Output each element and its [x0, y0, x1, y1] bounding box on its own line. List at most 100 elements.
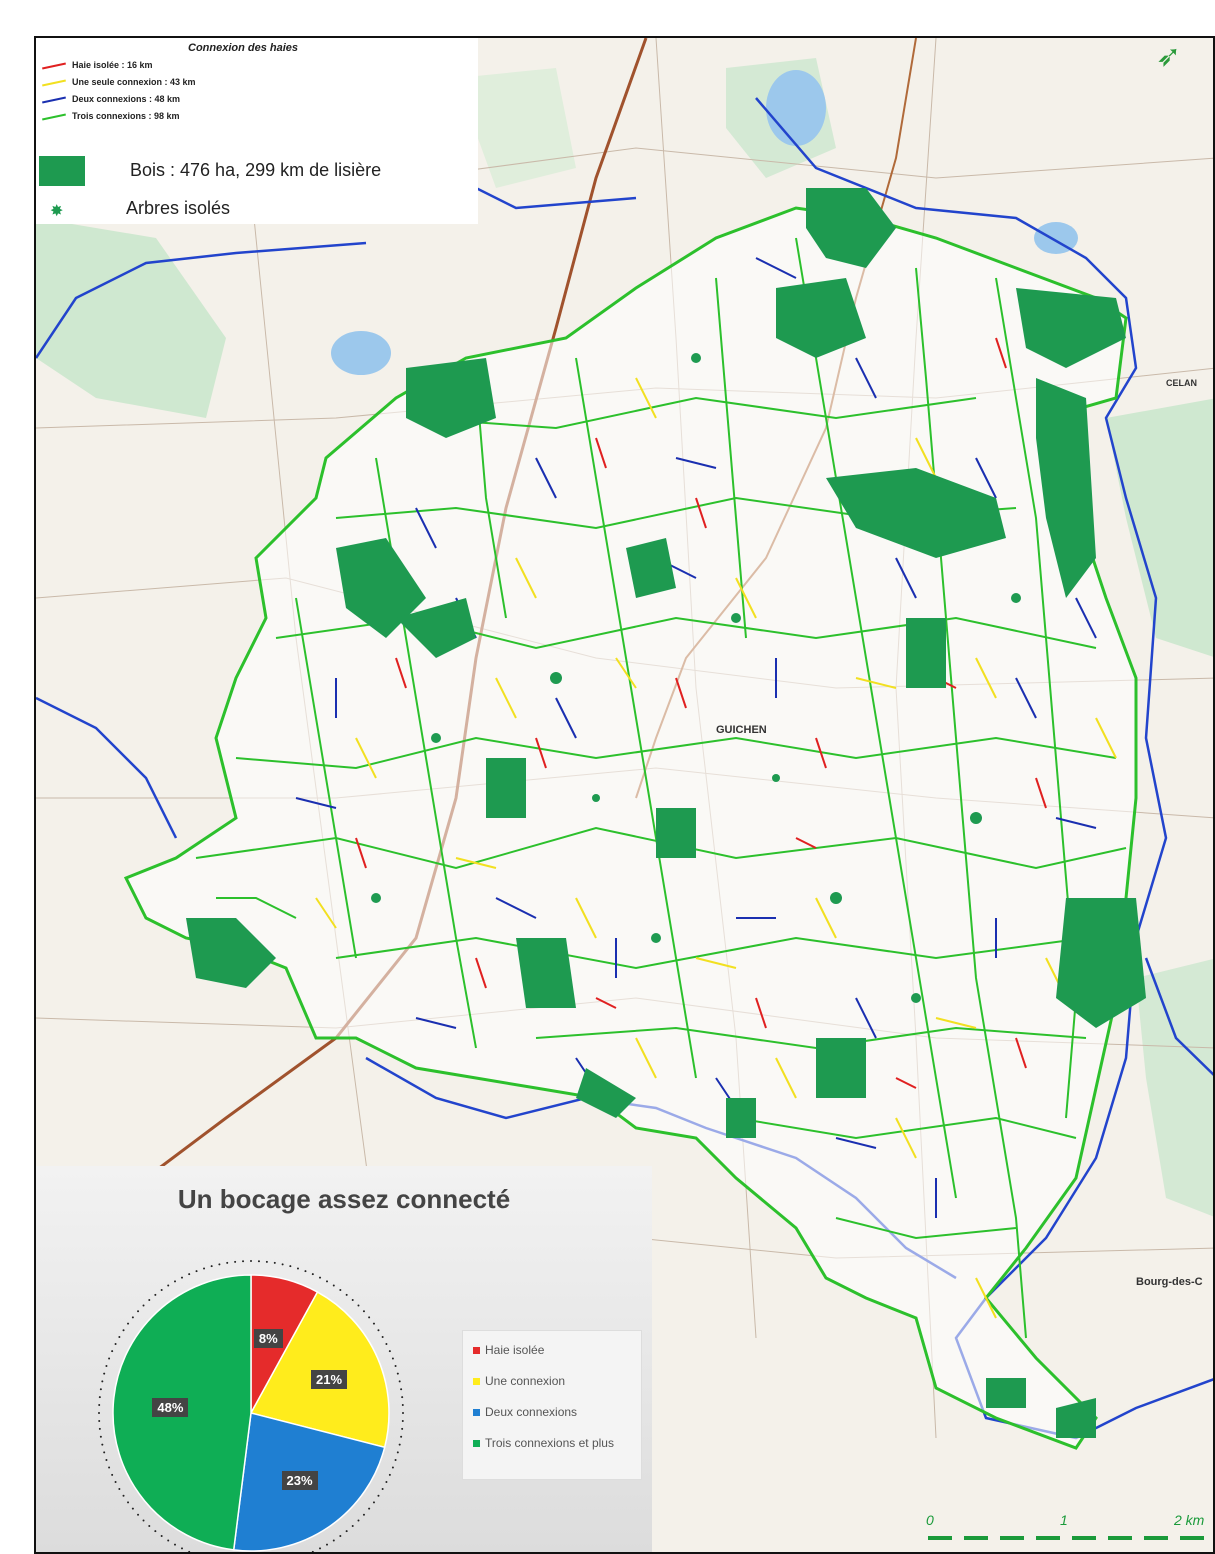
pie-ring-dot	[101, 1443, 104, 1446]
pie-ring-dot	[368, 1316, 371, 1319]
pie-ring-dot	[339, 1289, 342, 1292]
pie-ring-dot	[122, 1494, 125, 1497]
base-forest-area	[1136, 958, 1213, 1217]
pie-ring-dot	[377, 1494, 380, 1497]
pie-ring-dot	[98, 1412, 100, 1414]
legend-item-three-connections: Trois connexions : 98 km	[42, 111, 180, 125]
north-arrow-icon: ➶	[1156, 40, 1182, 73]
pie-ring-dot	[148, 1524, 151, 1527]
pie-ring-dot	[142, 1519, 145, 1522]
legend-item-one-connection: Une seule connexion : 43 km	[42, 77, 196, 91]
pie-ring-dot	[332, 1539, 335, 1542]
base-forest-area	[1106, 398, 1213, 657]
pie-ring-dot	[289, 1265, 292, 1268]
wood-swatch	[39, 156, 85, 186]
pie-ring-dot	[385, 1481, 388, 1484]
pie-ring-dot	[388, 1473, 391, 1476]
pie-ring-dot	[99, 1388, 102, 1391]
legend-square-icon	[473, 1378, 480, 1386]
pie-slice-one-connection[interactable]	[249, 1291, 390, 1449]
pie-ring-dot	[154, 1293, 157, 1296]
pie-ring-dot	[118, 1488, 121, 1490]
pie-ring-dot	[203, 1267, 206, 1270]
legend-trees-label: Arbres isolés	[126, 198, 231, 218]
pie-ring-dot	[391, 1466, 394, 1469]
town-label-east: CELAN	[1166, 378, 1197, 388]
pie-ring-dot	[372, 1501, 375, 1504]
pie-ring-dot	[377, 1329, 380, 1332]
pie-ring-dot	[273, 1261, 276, 1264]
pie-ring-dot	[167, 1284, 170, 1287]
pie-ring-dot	[226, 1261, 229, 1264]
pie-ring-dot	[401, 1427, 404, 1430]
pie-ring-dot	[195, 1270, 198, 1273]
pie-ring-dot	[401, 1419, 404, 1422]
pie-ring-dot	[326, 1543, 328, 1546]
pie-ring-dot	[127, 1501, 130, 1504]
pie-ring-dot	[311, 1273, 314, 1276]
pie-ring-dot	[108, 1466, 111, 1469]
pie-ring-dot	[160, 1289, 163, 1292]
pie-ring-dot	[339, 1534, 342, 1537]
woodland-patches[interactable]	[186, 188, 1146, 1438]
pie-ring-dot	[105, 1458, 108, 1461]
pie-ring-dot	[210, 1265, 213, 1268]
scale-tick-2: 2 km	[1174, 1512, 1205, 1528]
pie-data-label: 23%	[281, 1471, 318, 1491]
pie-ring-dot	[319, 1547, 322, 1550]
pie-ring-dot	[396, 1451, 399, 1454]
map-frame: GUICHEN Bourg-des-C CELAN ➶ Connexion de…	[34, 36, 1215, 1554]
town-label-bourg: Bourg-des-C	[1136, 1276, 1203, 1288]
pie-ring-dot	[174, 1543, 176, 1546]
pie-ring-dot	[332, 1284, 335, 1287]
legend-square-icon	[473, 1347, 480, 1355]
legend-title: Connexion des haies	[188, 42, 299, 54]
pie-ring-dot	[351, 1524, 354, 1527]
pie-legend: Haie isolée Une connexion Deux connexion…	[462, 1330, 642, 1480]
pie-ring-dot	[401, 1404, 404, 1407]
legend-square-icon	[473, 1409, 480, 1417]
pie-data-label: 21%	[310, 1370, 348, 1390]
hedgerow-map[interactable]	[36, 38, 1215, 1554]
pie-ring-dot	[108, 1357, 111, 1360]
pie-ring-dot	[385, 1342, 388, 1345]
pie-data-label: 48%	[152, 1397, 189, 1417]
hedges-three-connections[interactable]	[195, 237, 1127, 1339]
pie-ring-dot	[167, 1539, 170, 1542]
pie-legend-item-two: Deux connexions	[473, 1405, 577, 1419]
pie-ring-dot	[137, 1310, 140, 1313]
pie-ring-dot	[357, 1519, 360, 1522]
line-swatch-icon	[42, 62, 66, 70]
lake	[331, 331, 391, 375]
hedges-isolated[interactable]	[355, 337, 1127, 1089]
pie-ring-dot	[351, 1299, 354, 1302]
scale-line	[928, 1536, 1210, 1540]
pie-ring-dot	[368, 1507, 371, 1510]
pie-ring-dot	[345, 1293, 348, 1296]
pie-ring-dot	[148, 1299, 151, 1302]
pie-ring-dot	[396, 1372, 399, 1375]
hedges-one-connection[interactable]	[315, 377, 1117, 1319]
pie-ring-dot	[400, 1435, 403, 1438]
pie-legend-item-one: Une connexion	[473, 1374, 565, 1388]
pie-ring-dot	[357, 1304, 360, 1307]
pie-ring-dot	[114, 1342, 117, 1345]
pie-ring-dot	[98, 1404, 101, 1407]
pie-ring-dot	[398, 1443, 401, 1446]
pie-ring-dot	[188, 1550, 191, 1552]
pie-ring-dot	[381, 1488, 384, 1490]
pie-ring-dot	[281, 1263, 284, 1266]
pie-ring-dot	[127, 1322, 130, 1325]
pie-ring-dot	[103, 1451, 106, 1454]
scale-tick-1: 1	[1060, 1512, 1068, 1528]
pie-ring-dot	[401, 1396, 404, 1399]
pie-ring-dot	[250, 1260, 252, 1262]
map-legend: Connexion des haies Haie isolée : 16 km …	[36, 38, 478, 224]
pie-ring-dot	[257, 1260, 260, 1263]
pie-ring-dot	[131, 1507, 134, 1510]
pie-legend-item-isolated: Haie isolée	[473, 1343, 544, 1357]
pie-ring-dot	[218, 1263, 221, 1266]
pie-ring-dot	[402, 1412, 404, 1414]
pie-ring-dot	[111, 1350, 114, 1353]
lake	[766, 70, 826, 146]
